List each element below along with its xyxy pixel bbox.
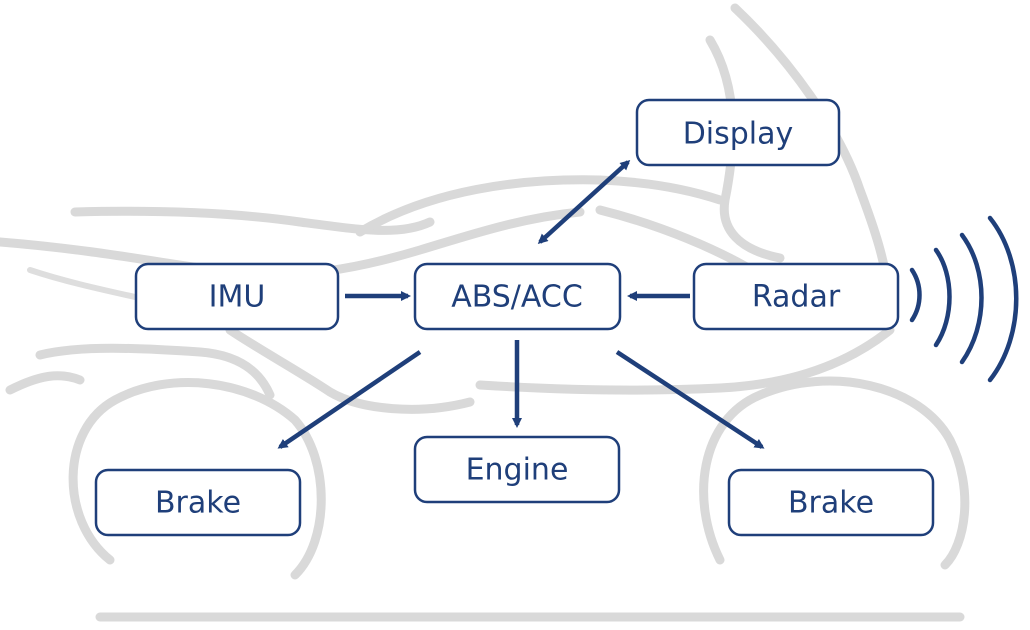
node-brake-left-label: Brake xyxy=(155,486,241,521)
node-brake-right: Brake xyxy=(727,468,935,537)
node-engine: Engine xyxy=(413,435,621,504)
node-radar: Radar xyxy=(692,262,900,331)
node-display-label: Display xyxy=(683,117,794,152)
node-abs-acc: ABS/ACC xyxy=(413,262,622,331)
connections xyxy=(277,159,765,449)
arrow-abs-display-bidirectional xyxy=(537,159,631,245)
node-imu-label: IMU xyxy=(209,280,266,315)
radar-waves-icon xyxy=(909,215,1019,383)
swingarm-line xyxy=(225,325,475,414)
node-brake-left: Brake xyxy=(94,468,302,537)
fairing-line xyxy=(705,35,785,263)
node-brake-right-label: Brake xyxy=(788,486,874,521)
arrow-abs-to-brake-left xyxy=(277,350,422,449)
arrow-abs-to-brake-right xyxy=(615,350,765,449)
rear-wheel-outline xyxy=(68,378,326,580)
node-display: Display xyxy=(635,98,841,167)
node-imu: IMU xyxy=(134,262,340,331)
windscreen-line xyxy=(730,3,895,305)
node-abs-acc-label: ABS/ACC xyxy=(451,280,583,315)
front-wheel-outline xyxy=(699,376,970,570)
lower-tail-line xyxy=(5,371,85,395)
lower-body-line xyxy=(35,343,275,400)
node-radar-label: Radar xyxy=(752,280,841,315)
engine-lower-line xyxy=(475,325,895,395)
node-engine-label: Engine xyxy=(466,453,569,488)
seat-line xyxy=(70,206,435,235)
